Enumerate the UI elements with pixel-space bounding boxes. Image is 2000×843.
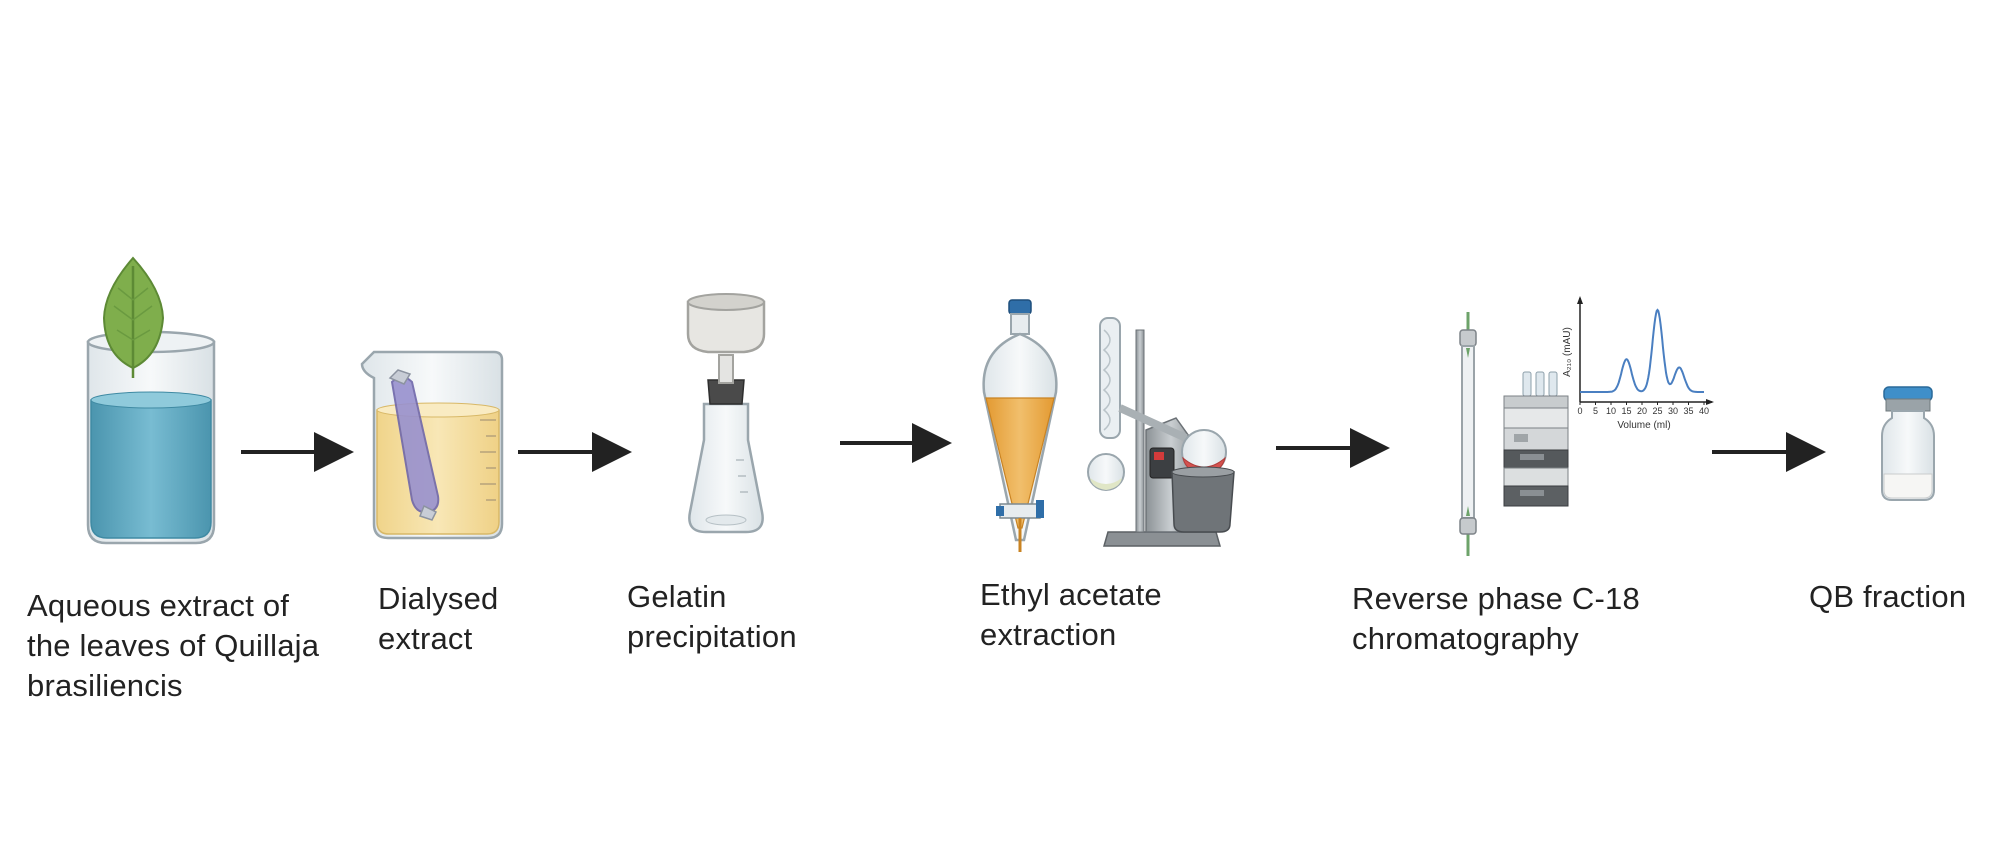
hplc-column-system-icon xyxy=(1459,312,1569,556)
step-label-line: Ethyl acetate xyxy=(980,577,1162,612)
chromatogram-tick-label: 35 xyxy=(1683,406,1693,416)
step-label-aqueous-extract: Aqueous extract of the leaves of Quillaj… xyxy=(27,586,319,706)
step-label-ethyl-acetate-extraction: Ethyl acetate extraction xyxy=(980,575,1162,655)
buchner-funnel-flask-icon xyxy=(686,293,766,534)
chromatogram-tick-label: 30 xyxy=(1668,406,1678,416)
step-label-line: Reverse phase C-18 xyxy=(1352,581,1640,616)
chromatogram-x-label: Volume (ml) xyxy=(1617,420,1670,431)
step-label-line: brasiliencis xyxy=(27,668,183,703)
step-label-gelatin-precipitation: Gelatin precipitation xyxy=(627,577,797,657)
step-label-line: chromatography xyxy=(1352,621,1579,656)
chromatogram-tick-label: 25 xyxy=(1652,406,1662,416)
step-label-line: extract xyxy=(378,621,473,656)
step-label-line: precipitation xyxy=(627,619,797,654)
step-label-qb-fraction: QB fraction xyxy=(1809,577,1966,617)
step-label-dialysed-extract: Dialysed extract xyxy=(378,579,498,659)
step-label-line: the leaves of Quillaja xyxy=(27,628,320,663)
step-label-line: Aqueous extract of xyxy=(27,588,290,623)
leaf-in-beaker-icon xyxy=(86,256,216,545)
chromatogram-trace xyxy=(1580,308,1704,393)
chromatogram-tick-label: 40 xyxy=(1699,406,1709,416)
chromatogram-tick-label: 0 xyxy=(1577,406,1582,416)
chromatogram-y-label: A₂₁₀ (mAU) xyxy=(1562,327,1573,377)
dialysis-bag-beaker-icon xyxy=(360,350,504,540)
step-label-reverse-phase-chromatography: Reverse phase C-18 chromatography xyxy=(1352,579,1640,659)
chromatogram-tick-label: 15 xyxy=(1621,406,1631,416)
chromatogram-tick-label: 10 xyxy=(1606,406,1616,416)
chromatogram-tick-label: 5 xyxy=(1593,406,1598,416)
chromatogram: 0 5 10 15 20 25 30 35 40 Volume (ml) A₂₁₀ (mAU) xyxy=(1562,296,1714,431)
step-label-line: QB fraction xyxy=(1809,579,1967,614)
step-label-line: extraction xyxy=(980,617,1117,652)
chromatogram-tick-label: 20 xyxy=(1637,406,1647,416)
vial-icon xyxy=(1881,386,1935,501)
step-label-line: Dialysed xyxy=(378,581,499,616)
separatory-funnel-rotary-evaporator-icon xyxy=(982,299,1235,552)
step-label-line: Gelatin xyxy=(627,579,727,614)
